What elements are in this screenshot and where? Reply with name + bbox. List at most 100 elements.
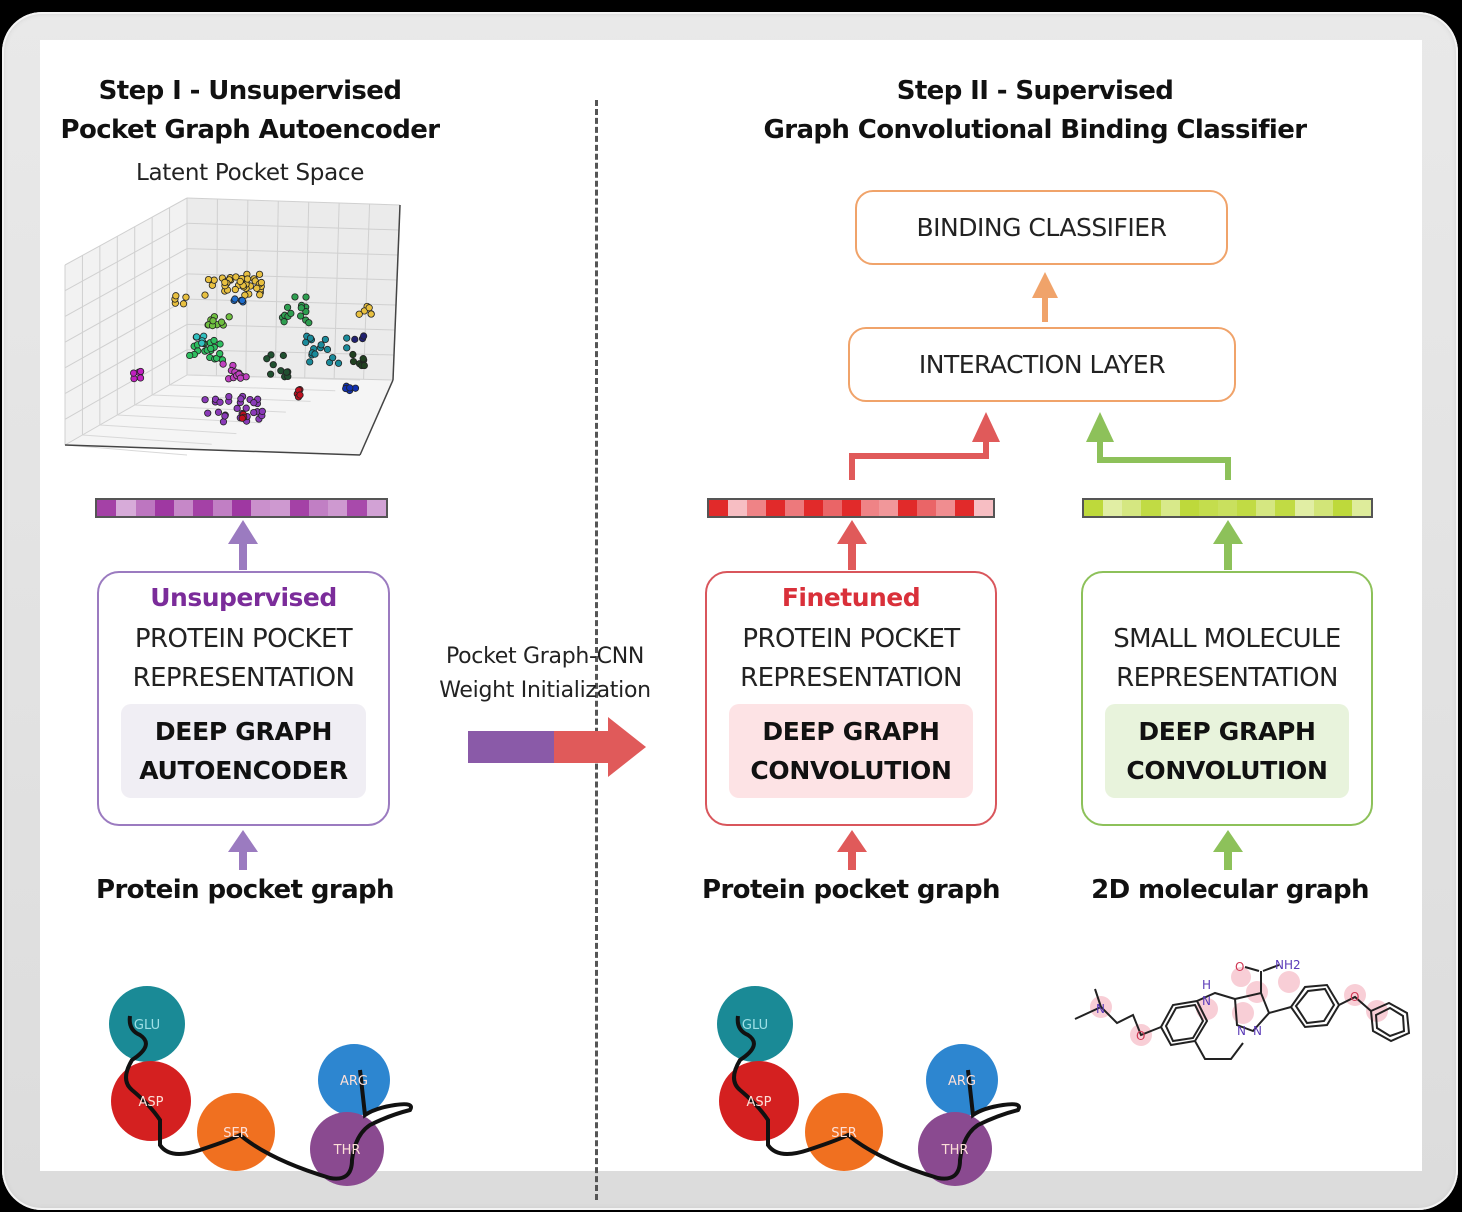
scatter-point (210, 336, 218, 345)
rep-line1: PROTEIN POCKET (134, 624, 353, 654)
vector-cell (1332, 500, 1352, 516)
interaction-layer-box: INTERACTION LAYER (848, 327, 1236, 402)
scatter-point (231, 295, 239, 303)
vector-cell (231, 500, 252, 516)
residue-label: THR (941, 1143, 969, 1158)
grid-line (359, 379, 394, 456)
grid-line (186, 248, 399, 256)
arrow-up-icon (837, 830, 867, 870)
scatter-point (302, 308, 310, 316)
vector-cell (251, 500, 271, 516)
backbone-line (732, 1015, 1021, 1181)
vector-cell (174, 500, 194, 516)
vector-cell (97, 500, 117, 516)
scatter-point (236, 277, 244, 286)
residue-ser (197, 1093, 275, 1171)
merge-arrows (849, 412, 1231, 480)
scatter-point (242, 404, 250, 412)
vector-cell (1179, 500, 1199, 516)
rep-line2: REPRESENTATION (1116, 663, 1338, 693)
residue-label: ARG (340, 1074, 368, 1089)
residue-label: ARG (948, 1074, 976, 1089)
vector-cell (936, 500, 956, 516)
vector-cell (803, 500, 823, 516)
vector-cell (1217, 500, 1238, 516)
vector-cell (1160, 500, 1180, 516)
scatter-point (137, 367, 145, 376)
scatter-point (217, 318, 226, 326)
protein-pocket-graph-label: Protein pocket graph (96, 875, 395, 905)
scatter-point (263, 355, 271, 363)
step1-title-line1: Step I - Unsupervised (98, 76, 402, 106)
scatter-point (186, 351, 194, 360)
atom-label: NH2 (1275, 958, 1301, 972)
vector-cell (727, 500, 747, 516)
vector-cell (898, 500, 918, 516)
grid-line (117, 414, 262, 424)
residue-node (197, 1093, 275, 1171)
scatter-point (349, 357, 358, 366)
residue-node (805, 1093, 883, 1171)
scatter-point (214, 408, 223, 416)
scatter-point (216, 350, 224, 358)
residue-asp (719, 1061, 799, 1141)
scatter-point (302, 338, 310, 347)
scatter-point (343, 344, 351, 352)
arrow-head-red (972, 412, 1000, 442)
rep-line1: SMALL MOLECULE (1113, 624, 1341, 654)
step2-title-line2: Graph Convolutional Binding Classifier (763, 115, 1307, 145)
grid-line (169, 384, 336, 392)
scatter-point (287, 309, 295, 318)
rep-line2: REPRESENTATION (132, 663, 355, 693)
residue-node (926, 1044, 998, 1116)
scatter-point (225, 313, 233, 321)
residue-arg (318, 1044, 390, 1116)
scatter-point (355, 310, 363, 318)
scatter-point (201, 291, 209, 299)
scatter-point (216, 340, 224, 348)
grid-line (64, 349, 188, 420)
weight-init-label: Pocket Graph-CNN Weight Initialization (415, 640, 675, 708)
scatter-point (225, 393, 233, 401)
scatter-point (296, 391, 304, 399)
scatter-point (343, 334, 351, 342)
finetuned-convolution-box: Finetuned PROTEIN POCKET REPRESENTATION … (705, 571, 997, 826)
vector-cell (366, 500, 386, 516)
scatter-point (179, 300, 188, 308)
step2-title-line1: Step II - Supervised (896, 76, 1174, 106)
vector-cell (1084, 500, 1104, 516)
latent-vector-purple (95, 498, 388, 518)
vector-cell (1275, 500, 1295, 516)
molecule-convolution-core: DEEP GRAPH CONVOLUTION (1105, 704, 1349, 798)
arrow-up-icon (837, 520, 867, 570)
vector-cell (841, 500, 861, 516)
atom-label: O (1235, 960, 1244, 974)
arrow-up-icon (1032, 272, 1058, 322)
residue-ser (805, 1093, 883, 1171)
scatter-point (317, 341, 325, 349)
core-line2: CONVOLUTION (750, 756, 952, 785)
vector-cell (709, 500, 728, 516)
residue-label: SER (223, 1126, 249, 1141)
arrow-up-icon (1213, 520, 1243, 570)
scatter-point (360, 361, 368, 370)
vector-cell (328, 500, 348, 516)
vector-cell (135, 500, 155, 516)
representation-label: SMALL MOLECULE REPRESENTATION (1083, 620, 1371, 698)
scatter-point (216, 398, 224, 406)
grid-line (64, 374, 188, 446)
atom-label: N (1202, 994, 1211, 1008)
scatter-point (329, 354, 337, 362)
scatter-point (130, 369, 138, 377)
molecule-bonds (1074, 964, 1411, 1060)
scatter-point (360, 332, 368, 340)
residue-label: ASP (139, 1095, 164, 1110)
autoencoder-core: DEEP GRAPH AUTOENCODER (121, 704, 366, 798)
grid-line (304, 201, 310, 378)
residue-asp (111, 1061, 191, 1141)
grid-line (64, 444, 188, 456)
vector-cell (1351, 500, 1372, 516)
residue-node (719, 1061, 799, 1141)
latent-vector-green (1082, 498, 1373, 518)
scatter-point (302, 293, 310, 301)
